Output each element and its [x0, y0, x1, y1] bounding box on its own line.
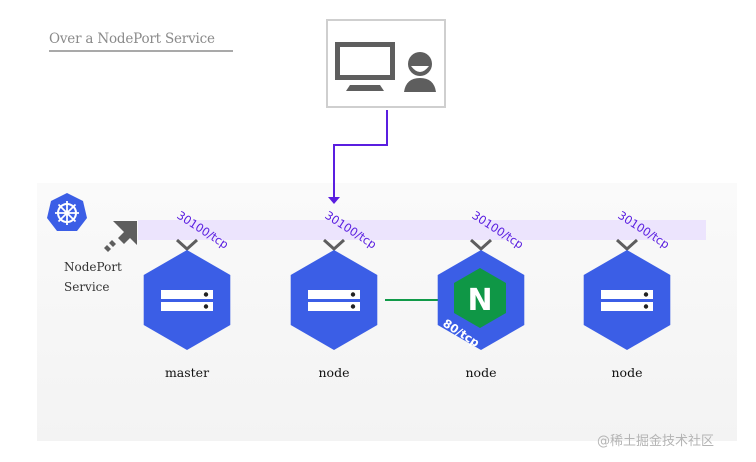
node-hexagon [290, 250, 378, 350]
node-hexagon [143, 250, 231, 350]
port-connector-icon [615, 238, 639, 252]
node-label-master: master [164, 365, 210, 380]
node-label-node-3: node [611, 365, 643, 380]
nginx-pod-icon: N [454, 268, 506, 328]
node-label-node-2: node [465, 365, 497, 380]
node-label-node-1: node [318, 365, 350, 380]
server-icon [161, 290, 213, 311]
nodeport-band [138, 220, 706, 240]
diagram-title: Over a NodePort Service [49, 31, 215, 47]
user-icon [404, 52, 436, 92]
port-connector-icon [469, 238, 493, 252]
port-connector-icon [322, 238, 346, 252]
server-icon [308, 290, 360, 311]
node-hexagon [583, 250, 671, 350]
node-2: N [437, 238, 525, 350]
nginx-letter: N [467, 283, 492, 318]
nodeport-label-line2: Service [64, 280, 110, 294]
title-underline [49, 50, 233, 52]
watermark: @稀土掘金技术社区 [597, 434, 715, 449]
node-1 [290, 238, 378, 350]
client-route-arrow [328, 110, 388, 204]
nodeport-service-label: NodePort Service [64, 257, 122, 297]
node-3 [583, 238, 671, 350]
kubernetes-helm-icon [47, 193, 87, 231]
monitor-icon [335, 42, 395, 91]
node-0 [143, 238, 231, 350]
nodeport-label-line1: NodePort [64, 260, 122, 274]
port-connector-icon [175, 238, 199, 252]
server-icon [601, 290, 653, 311]
ingress-arrow-icon [104, 221, 137, 252]
